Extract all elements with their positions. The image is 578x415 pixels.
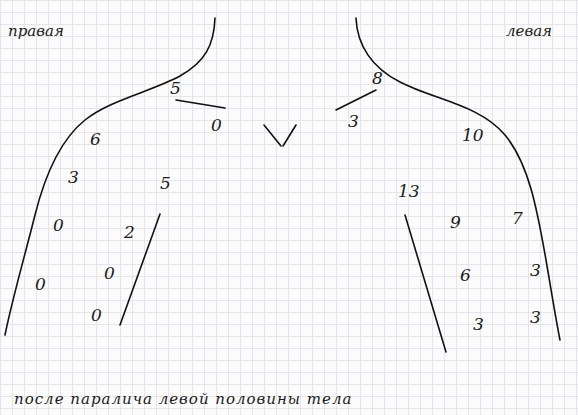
- strength-score: 3: [68, 169, 79, 186]
- strength-score: 3: [530, 262, 541, 279]
- strength-score: 0: [53, 217, 64, 234]
- strength-score: 3: [348, 113, 359, 130]
- right-armpit-line: [120, 214, 160, 325]
- strength-score: 0: [35, 276, 46, 293]
- left-clavicle: [336, 90, 376, 110]
- strength-score: 6: [90, 131, 101, 148]
- caption-note: после паралича левой половины тела: [14, 392, 352, 407]
- strength-score: 0: [211, 117, 222, 134]
- left-armpit-line: [405, 215, 446, 352]
- strength-score: 7: [512, 210, 523, 227]
- strength-score: 8: [372, 70, 383, 87]
- right-body-outline: [5, 18, 215, 335]
- strength-score: 5: [170, 80, 181, 97]
- strength-score: 3: [473, 316, 484, 333]
- right-clavicle: [176, 100, 225, 108]
- side-label: левая: [506, 24, 552, 39]
- strength-score: 9: [450, 214, 461, 231]
- side-label: правая: [8, 24, 64, 39]
- strength-score: 2: [124, 224, 135, 241]
- strength-score: 6: [460, 267, 471, 284]
- strength-score: 0: [104, 265, 115, 282]
- strength-score: 0: [91, 307, 102, 324]
- neck-notch: [264, 125, 296, 146]
- strength-score: 10: [462, 127, 484, 144]
- strength-score: 13: [398, 183, 420, 200]
- left-body-outline: [356, 18, 560, 340]
- strength-score: 5: [160, 175, 171, 192]
- strength-score: 3: [530, 309, 541, 326]
